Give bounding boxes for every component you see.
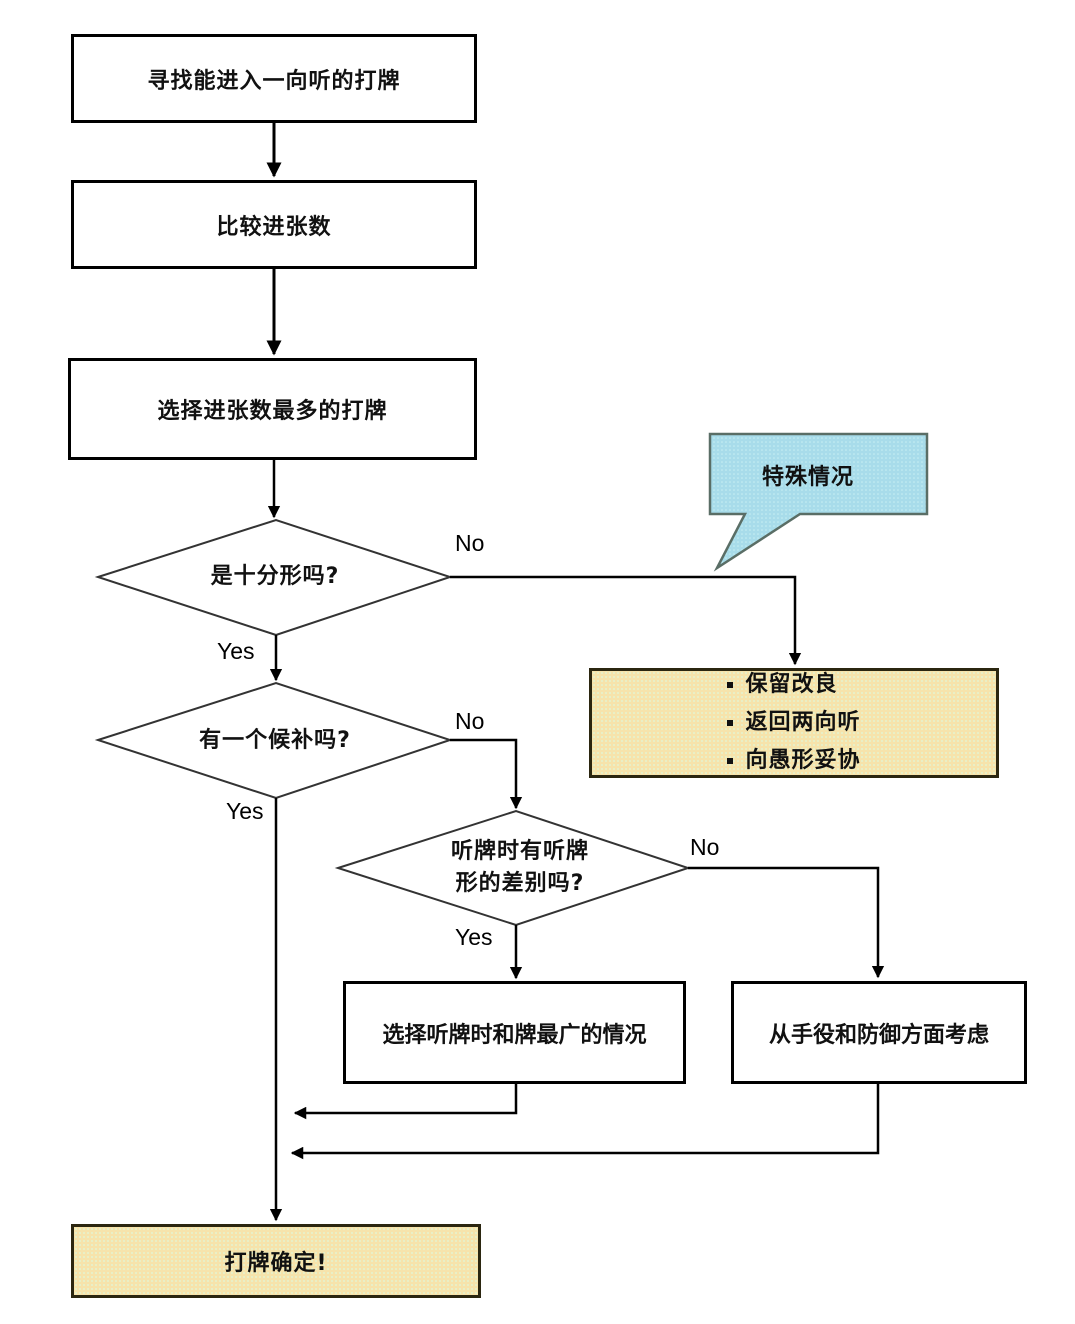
final-text: 打牌确定! (224, 1251, 328, 1276)
edge-d1-no (450, 575, 802, 666)
option-no-box: 从手役和防御方面考虑 (731, 981, 1027, 1084)
edge-option-yes-return (293, 1083, 518, 1120)
decision1-text: 是十分形吗? (210, 564, 340, 590)
edge-d3-no (688, 866, 885, 979)
bullet-icon (727, 682, 734, 688)
step1-box: 寻找能进入一向听的打牌 (71, 34, 477, 123)
special-option-item: 返回两向听 (727, 704, 860, 742)
edge-d2-no (450, 738, 523, 810)
label-d1-no: No (455, 530, 485, 556)
label-d2-yes: Yes (226, 798, 264, 824)
step2-text: 比较进张数 (216, 214, 332, 240)
special-option-item: 向愚形妥协 (727, 742, 860, 780)
option-yes-box: 选择听牌时和牌最广的情况 (343, 981, 686, 1084)
step1-text: 寻找能进入一向听的打牌 (147, 68, 401, 94)
label-d3-no: No (690, 834, 720, 860)
special-option-item: 保留改良 (727, 666, 860, 704)
callout-text: 特殊情况 (762, 465, 855, 490)
bullet-icon (727, 758, 734, 764)
option-yes-text: 选择听牌时和牌最广的情况 (382, 1022, 647, 1048)
step3-box: 选择进张数最多的打牌 (68, 358, 477, 460)
callout-bubble (708, 432, 929, 572)
label-d2-no: No (455, 708, 485, 734)
final-box: 打牌确定! (71, 1224, 481, 1298)
special-options-box: 保留改良 返回两向听 向愚形妥协 (589, 668, 999, 778)
bullet-icon (727, 720, 734, 726)
decision3-line1: 听牌时有听牌 (450, 839, 589, 865)
decision3-line2: 形的差别吗? (455, 871, 585, 896)
special-options-list: 保留改良 返回两向听 向愚形妥协 (727, 666, 860, 780)
decision2-text: 有一个候补吗? (199, 728, 351, 754)
label-d1-yes: Yes (217, 638, 255, 664)
option-no-text: 从手役和防御方面考虑 (768, 1022, 989, 1048)
step3-text: 选择进张数最多的打牌 (157, 399, 388, 424)
label-d3-yes: Yes (455, 924, 493, 950)
step2-box: 比较进张数 (71, 180, 477, 269)
edge-option-no-return (290, 1083, 880, 1160)
decision3-text: 听牌时有听牌 形的差别吗? (400, 834, 640, 902)
